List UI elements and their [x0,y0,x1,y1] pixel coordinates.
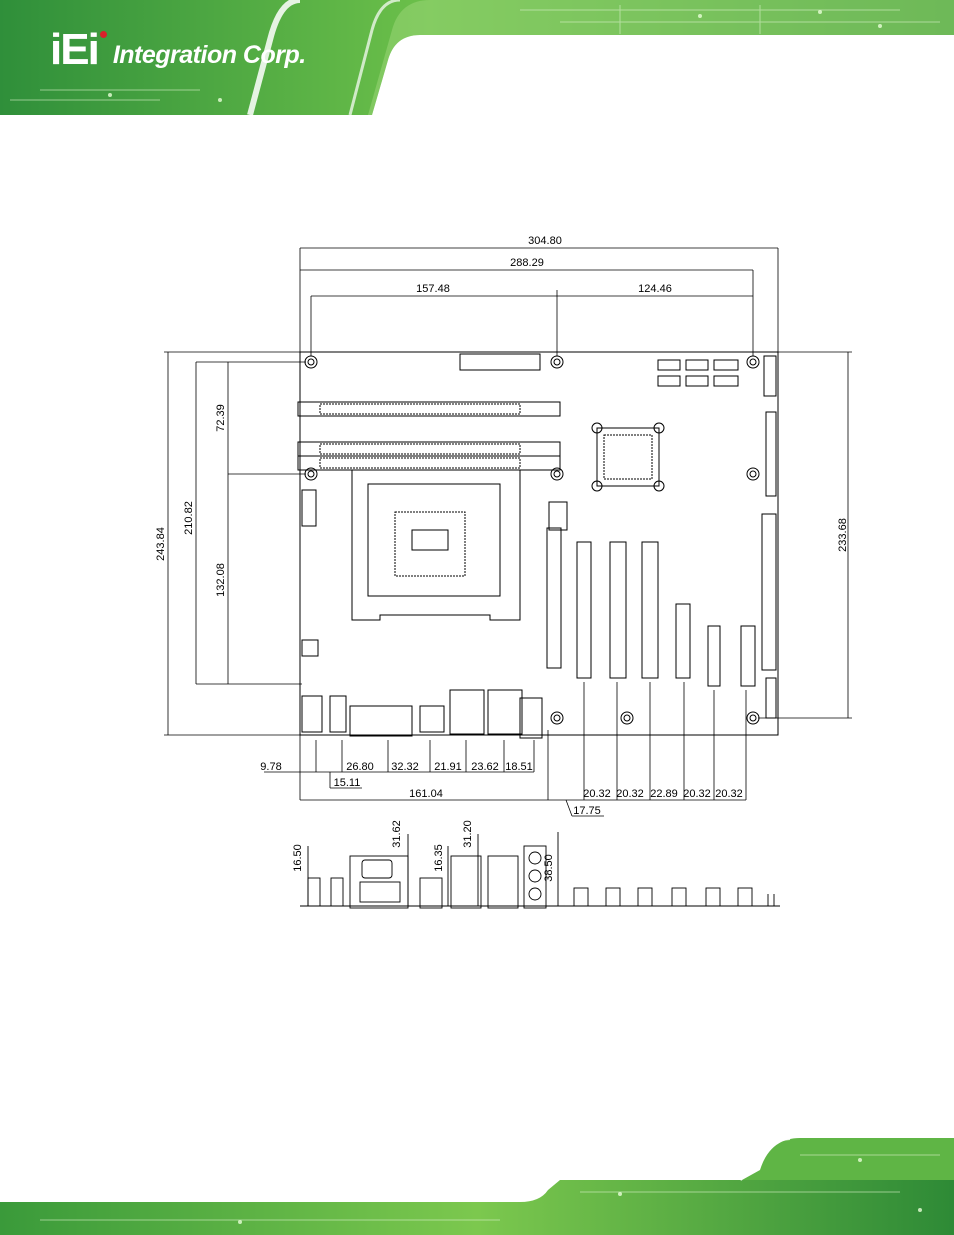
dim-io-5: 18.51 [505,761,533,773]
dim-offset-2: 15.11 [334,777,361,789]
dim-io-4: 23.62 [471,761,499,773]
chipset [591,422,665,492]
expansion-slots [546,501,756,687]
company-logo: iEi Integration Corp. [50,27,306,73]
mounting-holes [304,355,760,725]
dim-io-height-2: 31.62 [391,820,403,848]
dim-slot-3: 22.89 [650,788,678,800]
dim-overall-height: 243.84 [155,527,167,561]
dim-io-1: 26.80 [346,761,374,773]
logo-dot-icon [99,31,107,38]
dim-io-height-1: 16.50 [292,844,304,872]
dim-io-height-5: 38.50 [543,854,555,882]
footer-banner-graphic [0,1136,954,1235]
logo-text: Integration Corp. [112,40,306,69]
dim-slot-5: 20.32 [715,788,743,800]
cpu-socket [351,469,521,621]
dim-upper-span: 72.39 [215,404,227,432]
dim-io-height-4: 31.20 [462,820,474,848]
rear-io-top-view [301,689,543,739]
dim-slot-start: 17.75 [573,805,601,817]
dim-io-2: 32.32 [391,761,419,773]
dim-right-hole-span: 233.68 [837,518,849,552]
dim-right-span: 124.46 [638,283,672,295]
dim-io-3: 21.91 [434,761,462,773]
dim-overall-width: 304.80 [528,235,562,247]
header-banner: iEi Integration Corp. [0,0,954,115]
dim-left-span: 157.48 [416,283,450,295]
right-side-connectors [761,355,777,719]
dim-lower-span: 132.08 [215,563,227,597]
dim-io-height-3: 16.35 [433,844,445,872]
dim-hole-span: 288.29 [510,257,544,269]
dim-left-hole-span: 210.82 [183,501,195,535]
rear-panel-view [300,832,780,909]
power-connector [459,353,541,371]
dim-slot-4: 20.32 [683,788,711,800]
dimm-slots [297,401,561,471]
dim-slot-1: 20.32 [583,788,611,800]
board-outline [299,351,779,736]
dim-slot-offset: 161.04 [409,788,443,800]
sata-headers [301,359,739,657]
header-banner-graphic [0,0,954,115]
dim-slot-2: 20.32 [616,788,644,800]
logo-mark: iEi [50,27,107,73]
dim-offset-1: 9.78 [260,761,281,773]
footer-banner [0,1130,954,1235]
